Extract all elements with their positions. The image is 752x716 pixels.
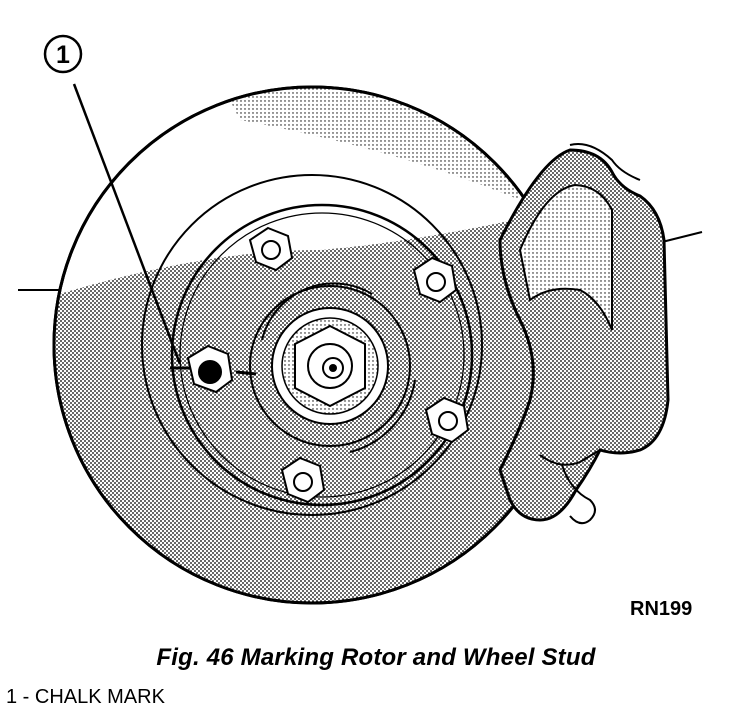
axle-centerline-right bbox=[661, 231, 703, 243]
wheel-stud-top bbox=[248, 226, 294, 272]
hub bbox=[249, 282, 416, 453]
callout-number: 1 bbox=[56, 41, 70, 69]
chalk-mark bbox=[170, 366, 257, 376]
wheel-stud-lower-right bbox=[424, 396, 470, 444]
wheel-stud-marked bbox=[186, 344, 234, 394]
figure-caption: Fig. 46 Marking Rotor and Wheel Stud bbox=[156, 644, 596, 671]
brake-caliper bbox=[498, 143, 670, 525]
legend-item-1: 1 - CHALK MARK bbox=[6, 686, 165, 708]
callout-1: 1 bbox=[43, 34, 182, 365]
wheel-stud-bottom bbox=[280, 456, 326, 504]
figure-ref-code: RN199 bbox=[630, 598, 692, 620]
brake-rotor-illustration: 1 RN199 bbox=[18, 34, 703, 620]
wheel-stud-upper-right bbox=[412, 256, 458, 304]
